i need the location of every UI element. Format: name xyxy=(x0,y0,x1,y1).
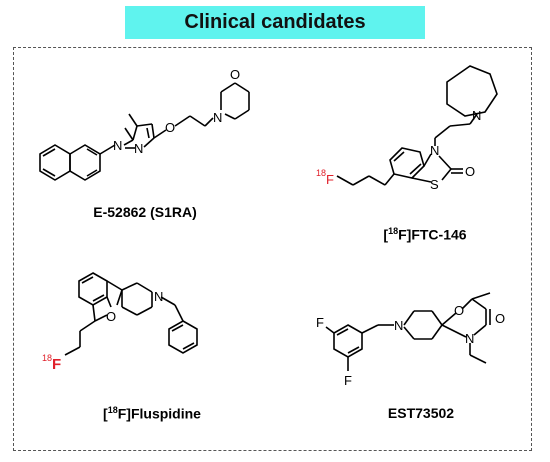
isotope-mass-label: 18 xyxy=(316,168,326,178)
compound-label-est73502: EST73502 xyxy=(387,405,455,421)
atom-n-thiazolone: N xyxy=(430,143,439,158)
structure-est73502: F F N O O N xyxy=(316,292,505,388)
atom-o-morpholine: O xyxy=(230,67,240,82)
structure-ftc146: N N S O 18 F xyxy=(316,65,498,192)
structure-fluspidine: O N 18 F xyxy=(42,272,198,373)
page-title: Clinical candidates xyxy=(184,11,366,33)
compound-label-e52862: E-52862 (S1RA) xyxy=(93,204,197,220)
atom-s: S xyxy=(430,177,439,192)
atom-f18: F xyxy=(52,356,61,373)
atom-o-carbonyl: O xyxy=(495,311,505,326)
structure-e52862: N N O N O xyxy=(39,67,250,181)
title-banner: Clinical candidates xyxy=(125,6,425,39)
atom-n-morpholine: N xyxy=(213,110,222,125)
atom-n-lactam: N xyxy=(465,331,474,346)
atom-o-ether: O xyxy=(165,120,175,135)
compound-label-fluspidine: [18F]Fluspidine xyxy=(103,405,201,422)
atom-n-azepane: N xyxy=(472,108,481,123)
atom-o-ring: O xyxy=(454,303,464,318)
atom-n-piperidine: N xyxy=(154,289,163,304)
atom-f-bottom: F xyxy=(344,373,352,388)
figure-frame xyxy=(13,47,532,451)
atom-f18: F xyxy=(326,172,334,187)
compound-label-ftc146: [18F]FTC-146 xyxy=(383,226,467,243)
atom-o-furan: O xyxy=(106,309,116,324)
atom-o-carbonyl: O xyxy=(465,164,475,179)
atom-n-piperidine: N xyxy=(394,318,403,333)
atom-n2: N xyxy=(134,141,143,156)
isotope-mass-label: 18 xyxy=(42,353,52,363)
atom-f-top: F xyxy=(316,315,324,330)
atom-n1: N xyxy=(113,138,122,153)
